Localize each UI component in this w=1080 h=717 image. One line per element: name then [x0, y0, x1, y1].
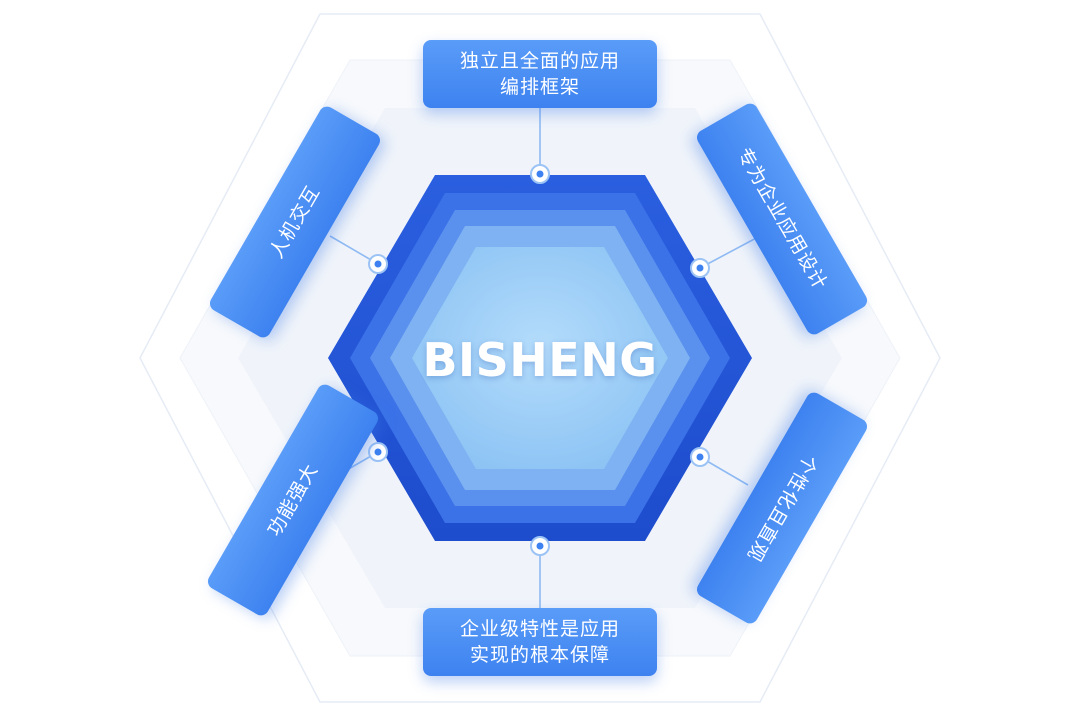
connector-upper-right	[699, 235, 761, 269]
feature-card-bottom-line1: 企业级特性是应用	[459, 618, 620, 640]
dot-bottom	[530, 536, 550, 556]
feature-card-top: 独立且全面的应用 编排框架	[423, 40, 657, 108]
connector-dots	[368, 164, 710, 556]
feature-card-upper-left-line1: 人机交互	[265, 181, 325, 263]
dot-lower-left	[368, 442, 388, 462]
dot-upper-left	[368, 254, 388, 274]
feature-card-lower-left-line1: 功能强大	[263, 459, 323, 541]
dot-top	[530, 164, 550, 184]
feature-card-top-line1: 独立且全面的应用	[459, 50, 620, 72]
core-hexagon-inner	[412, 247, 668, 469]
dot-lower-right	[690, 447, 710, 467]
bg-hexagon-outer	[139, 13, 941, 703]
dot-upper-right	[690, 258, 710, 278]
feature-card-top-line2: 编排框架	[499, 76, 580, 98]
feature-card-bottom: 企业级特性是应用 实现的根本保障	[423, 608, 657, 676]
center-title: BISHENG	[422, 333, 658, 387]
feature-card-bottom-line2: 实现的根本保障	[469, 644, 610, 666]
